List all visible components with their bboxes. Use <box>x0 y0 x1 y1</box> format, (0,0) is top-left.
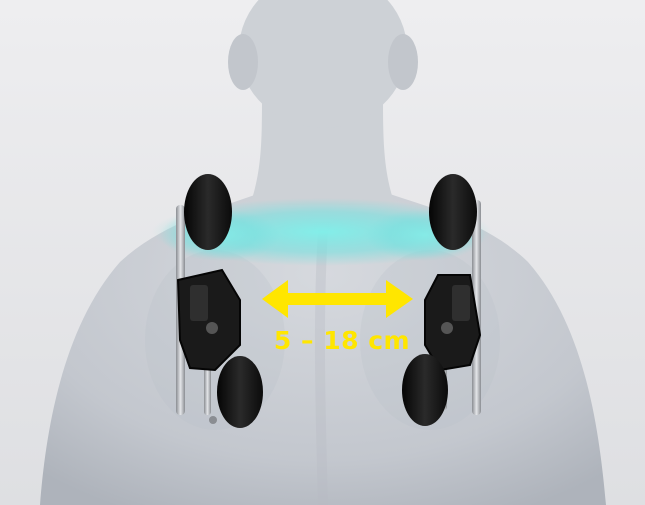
arrow-shaft <box>282 293 392 305</box>
width-range-label: 5 – 18 cm <box>262 326 422 355</box>
right-ear <box>388 34 418 90</box>
left-housing-plate <box>190 285 208 321</box>
left-lower-roller <box>217 356 263 428</box>
left-housing <box>178 270 240 370</box>
left-upper-roller <box>184 174 232 250</box>
left-housing-bolt <box>206 322 218 334</box>
left-rail-end <box>209 416 217 424</box>
right-housing-bolt <box>441 322 453 334</box>
spine-shadow <box>320 230 323 505</box>
right-lower-roller <box>402 354 448 426</box>
right-upper-roller <box>429 174 477 250</box>
right-housing-plate <box>452 285 470 321</box>
left-ear <box>228 34 258 90</box>
